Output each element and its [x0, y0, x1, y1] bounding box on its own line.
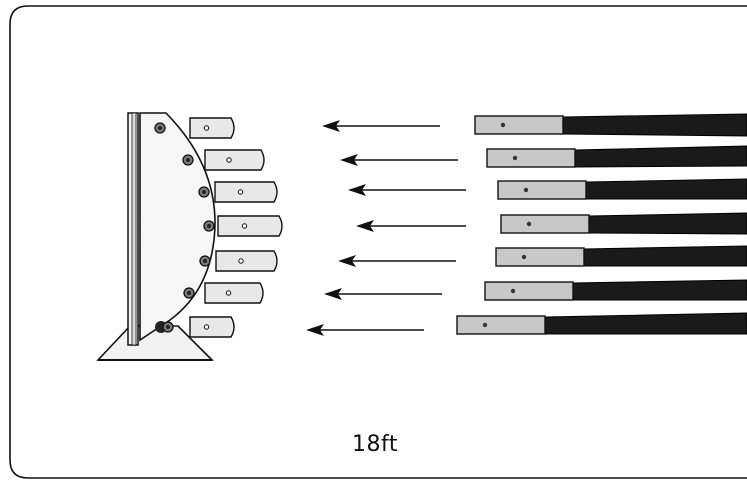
arm-pin-hole: [482, 322, 488, 328]
socket-pin-hole: [241, 223, 248, 229]
socket-pin-hole: [225, 290, 232, 296]
arrow-head: [340, 154, 358, 166]
arm-pole: [544, 312, 747, 335]
socket-bolt-center: [202, 190, 206, 194]
arm-pin-hole: [510, 288, 516, 294]
insert-arrow-4: [356, 220, 466, 232]
bracket-plate: [139, 112, 216, 342]
arm-pin-hole: [512, 155, 518, 161]
socket-4: [203, 215, 283, 237]
socket-bolt-center: [166, 325, 170, 329]
arm-pin-hole: [523, 187, 529, 193]
socket-bolt-center: [186, 158, 190, 162]
arm-sleeve: [484, 281, 574, 301]
insert-arrow-2: [340, 154, 458, 166]
socket-3: [198, 181, 278, 203]
socket-bolt-center: [203, 259, 207, 263]
arrow-head: [306, 324, 324, 336]
length-caption: 18ft: [352, 432, 398, 457]
arrow-head: [324, 288, 342, 300]
arrow-head: [322, 120, 340, 132]
socket-2: [182, 149, 265, 171]
arm-2: [486, 145, 747, 168]
socket-pin-hole: [237, 189, 244, 195]
socket-bolt-center: [158, 126, 162, 130]
arm-pole: [588, 212, 747, 235]
socket-tube: [204, 282, 264, 304]
arm-sleeve: [497, 180, 587, 200]
arm-pole: [583, 245, 747, 267]
insert-arrow-5: [338, 255, 456, 267]
socket-tube: [189, 117, 235, 139]
insert-arrow-3: [348, 184, 466, 196]
arm-4: [500, 212, 747, 235]
arm-1: [474, 113, 747, 137]
arm-sleeve: [495, 247, 585, 267]
arm-group: [456, 113, 747, 335]
socket-bolt-center: [187, 291, 191, 295]
arm-pin-hole: [500, 122, 506, 128]
arm-5: [495, 245, 747, 267]
arm-sleeve: [474, 115, 564, 135]
diagram-frame: [9, 5, 747, 479]
insert-arrow-1: [322, 120, 440, 132]
arm-3: [497, 178, 747, 200]
arm-7: [456, 312, 747, 335]
socket-5: [199, 250, 278, 272]
socket-pin-hole: [238, 258, 244, 264]
insert-arrow-6: [324, 288, 442, 300]
socket-tube: [214, 181, 278, 203]
arm-pole: [585, 178, 747, 200]
insert-arrow-7: [306, 324, 424, 336]
arm-pin-hole: [521, 254, 527, 260]
socket-pin-hole: [226, 157, 232, 163]
socket-tube: [217, 215, 283, 237]
arm-pole: [572, 279, 747, 301]
arm-6: [484, 279, 747, 301]
arm-sleeve: [456, 315, 546, 335]
arm-pole: [574, 145, 747, 168]
socket-1: [154, 117, 235, 139]
arrow-group: [306, 120, 466, 336]
arm-pin-hole: [526, 221, 532, 227]
arm-sleeve: [486, 148, 576, 168]
socket-tube: [215, 250, 278, 272]
arm-pole: [562, 113, 747, 137]
socket-6: [183, 282, 264, 304]
socket-tube: [204, 149, 265, 171]
socket-tube: [189, 316, 235, 338]
socket-bolt-center: [207, 224, 211, 228]
arrow-head: [356, 220, 374, 232]
socket-7: [162, 316, 235, 338]
arm-sleeve: [500, 214, 590, 234]
arrow-head: [348, 184, 366, 196]
socket-pin-hole: [203, 324, 210, 330]
arrow-head: [338, 255, 356, 267]
socket-pin-hole: [203, 125, 210, 131]
socket-group: [154, 117, 283, 338]
